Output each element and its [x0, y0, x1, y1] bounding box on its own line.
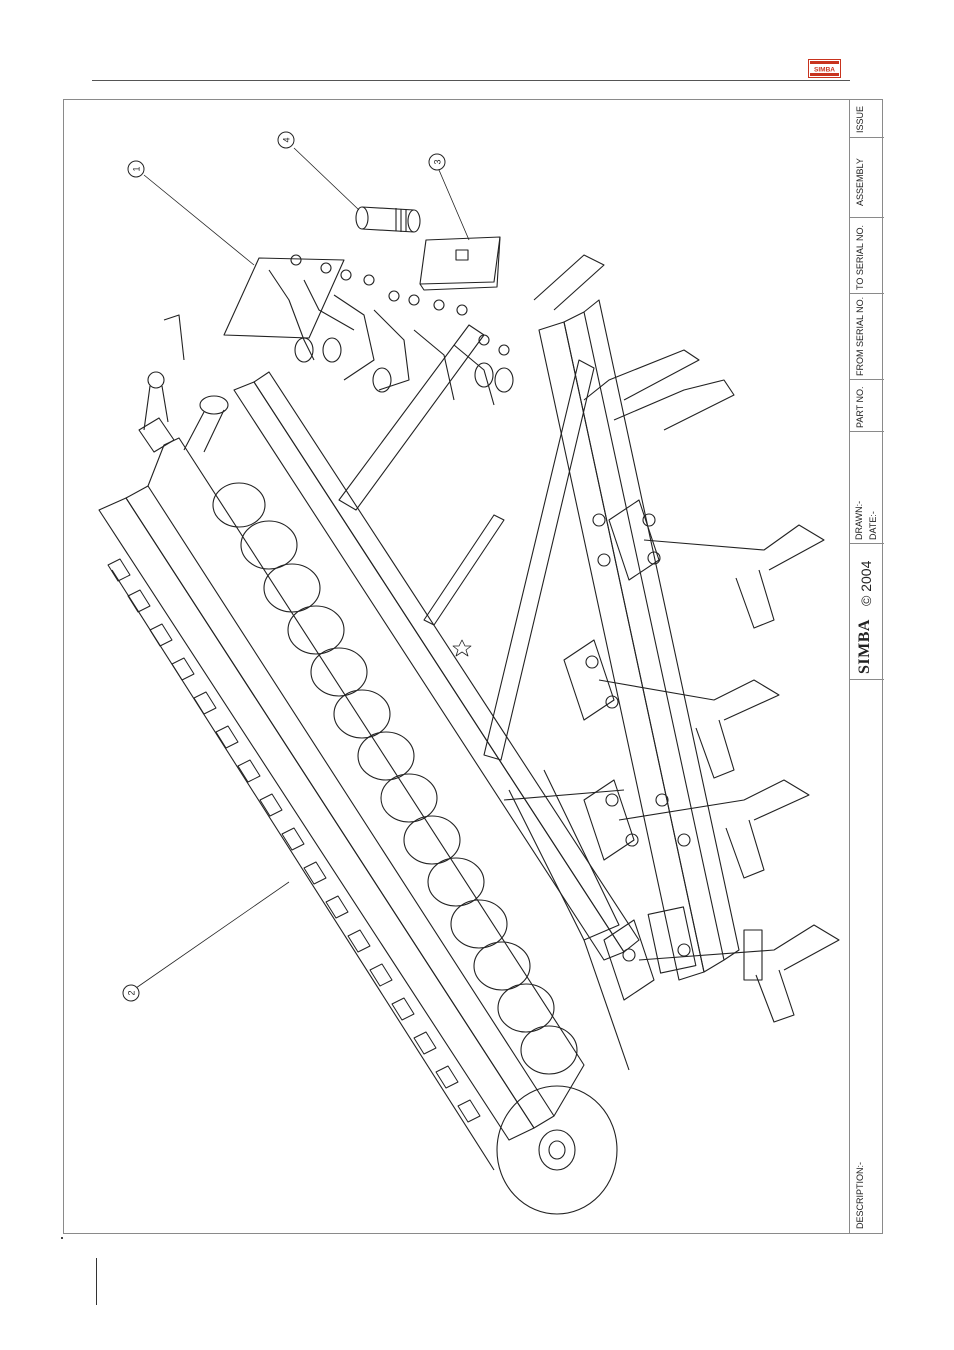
cell-drawn-date: DRAWN:- DATE:-: [850, 432, 884, 544]
clamp-bolts: [586, 514, 690, 961]
headstock: [164, 255, 513, 405]
issue-label: ISSUE: [855, 106, 865, 133]
simba-logo: SIMBA: [808, 59, 841, 78]
to-serial-label: TO SERIAL NO.: [855, 225, 865, 290]
part-no-label: PART NO.: [855, 386, 865, 428]
cultivator-assembly-drawing: 1 2 3 4: [64, 100, 849, 1233]
main-frame: [234, 325, 639, 1070]
callout-1-label: 1: [132, 166, 142, 171]
description-label: DESCRIPTION:-: [855, 1162, 865, 1229]
from-serial-label: FROM SERIAL NO.: [855, 297, 865, 376]
copyright-brand: SIMBA: [856, 619, 874, 674]
cell-issue: ISSUE: [850, 99, 884, 138]
callout-2: 2: [123, 985, 139, 1001]
copyright-year: © 2004: [858, 561, 874, 606]
part-4-sleeve: [356, 207, 420, 232]
callout-2-label: 2: [127, 990, 137, 995]
star-mark: [453, 640, 471, 656]
tine-toolbar: [539, 300, 762, 980]
disc-beam: [99, 438, 584, 1170]
cell-to-serial: TO SERIAL NO.: [850, 218, 884, 294]
header-rule: [92, 80, 850, 81]
cell-assembly: ASSEMBLY: [850, 138, 884, 218]
callout-3-label: 3: [433, 159, 443, 164]
title-block: ISSUE ASSEMBLY TO SERIAL NO. FROM SERIAL…: [849, 99, 883, 1234]
logo-text: SIMBA: [814, 67, 835, 74]
page-margin-rule: [96, 1258, 97, 1305]
cell-copyright: SIMBA © 2004: [850, 544, 884, 680]
cell-description: DESCRIPTION:-: [850, 680, 884, 1234]
stray-dot: [61, 1237, 63, 1239]
drawn-label: DRAWN:-: [854, 501, 864, 540]
callout-4-label: 4: [282, 137, 292, 142]
date-label: DATE:-: [868, 511, 878, 540]
callout-3: 3: [429, 154, 445, 170]
callout-leaders: [136, 148, 469, 988]
tines: [534, 255, 839, 1022]
cell-part-no: PART NO.: [850, 380, 884, 432]
cell-from-serial: FROM SERIAL NO.: [850, 294, 884, 380]
callout-4: 4: [278, 132, 294, 148]
assembly-label: ASSEMBLY: [855, 158, 865, 206]
part-3-manual: [420, 237, 500, 290]
beam-end-bracket: [139, 372, 228, 452]
callout-1: 1: [128, 161, 144, 177]
